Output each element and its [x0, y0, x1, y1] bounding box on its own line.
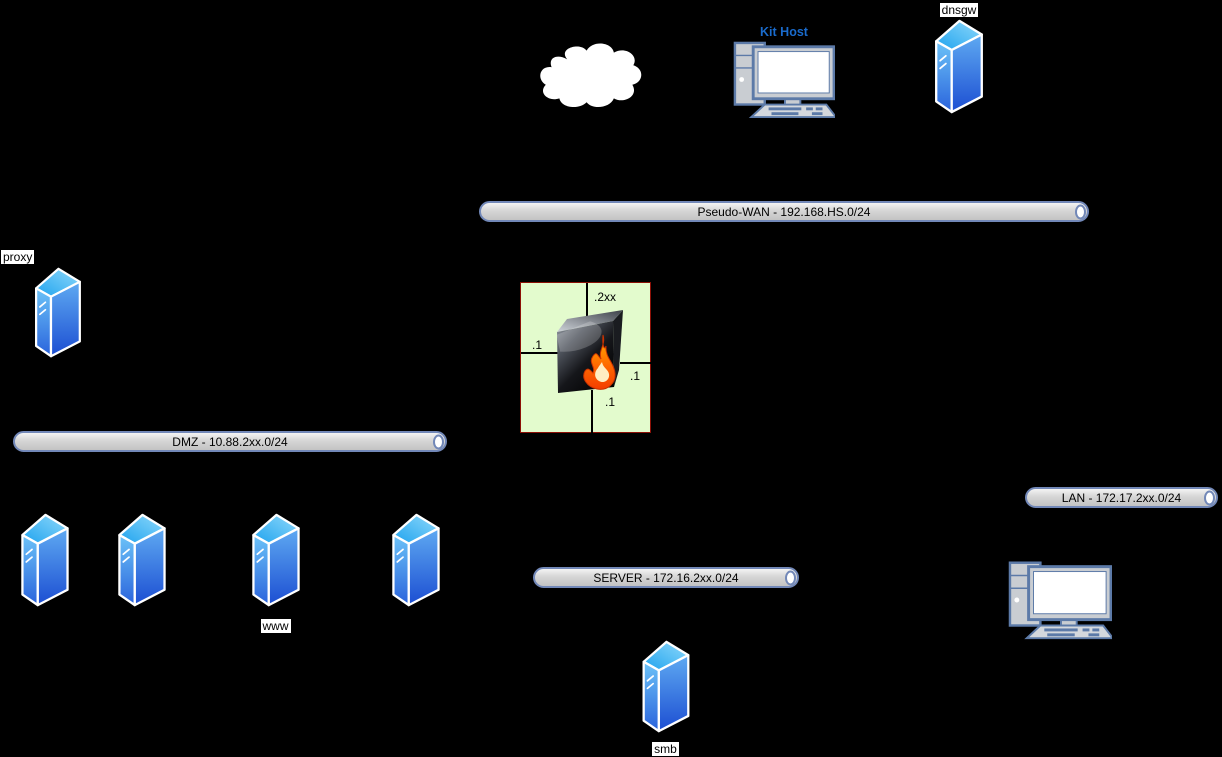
bus-dmz: DMZ - 10.88.2xx.0/24: [13, 431, 447, 452]
connector-server: [591, 390, 593, 433]
bus-pseudo-wan: Pseudo-WAN - 192.168.HS.0/24: [479, 201, 1089, 222]
bus-lan: LAN - 172.17.2xx.0/24: [1025, 487, 1218, 508]
bus-server: SERVER - 172.16.2xx.0/24: [533, 567, 799, 588]
smb-label-wrap: smb: [637, 740, 694, 757]
iface-label-wan: .2xx: [594, 290, 617, 304]
proxy-label-wrap: proxy: [1, 248, 35, 266]
server-tower-icon-dmz-2: [112, 512, 171, 608]
dnsgw-label-wrap: dnsgw: [929, 1, 989, 19]
server-tower-icon-dmz-4: [386, 512, 445, 608]
dnsgw-label: dnsgw: [939, 3, 979, 17]
kit-host-label: Kit Host: [760, 25, 808, 39]
server-tower-icon-proxy: [28, 266, 87, 359]
iface-label-lan: .1: [630, 369, 641, 383]
connector-dmz: [521, 352, 560, 354]
firewall-zone: .2xx .1 .1 .1: [520, 282, 651, 433]
www-label: www: [260, 619, 291, 633]
server-tower-icon-www: [246, 512, 305, 608]
bus-endcap: [1204, 490, 1215, 505]
server-tower-icon-smb: [637, 638, 694, 735]
bus-pseudo-wan-label: Pseudo-WAN - 192.168.HS.0/24: [697, 204, 871, 219]
www-label-wrap: www: [246, 617, 305, 635]
bus-endcap: [785, 570, 796, 585]
iface-label-dmz: .1: [532, 338, 543, 352]
bus-dmz-label: DMZ - 10.88.2xx.0/24: [172, 434, 288, 449]
connector-wan: [586, 283, 588, 318]
desktop-computer-icon-kit-host: [731, 41, 837, 118]
firewall-flame-icon: [554, 310, 624, 396]
bus-lan-label: LAN - 172.17.2xx.0/24: [1061, 490, 1182, 505]
server-tower-icon-dnsgw: [929, 18, 988, 115]
bus-endcap: [1075, 204, 1086, 219]
connector-lan: [620, 362, 651, 364]
smb-label: smb: [652, 742, 679, 756]
desktop-computer-icon-lan: [1008, 560, 1112, 640]
bus-endcap: [433, 434, 444, 449]
bus-server-label: SERVER - 172.16.2xx.0/24: [593, 570, 739, 585]
cloud-icon: [538, 38, 645, 110]
proxy-label: proxy: [1, 250, 35, 264]
server-tower-icon-dmz-1: [15, 512, 74, 608]
iface-label-server: .1: [605, 395, 616, 409]
